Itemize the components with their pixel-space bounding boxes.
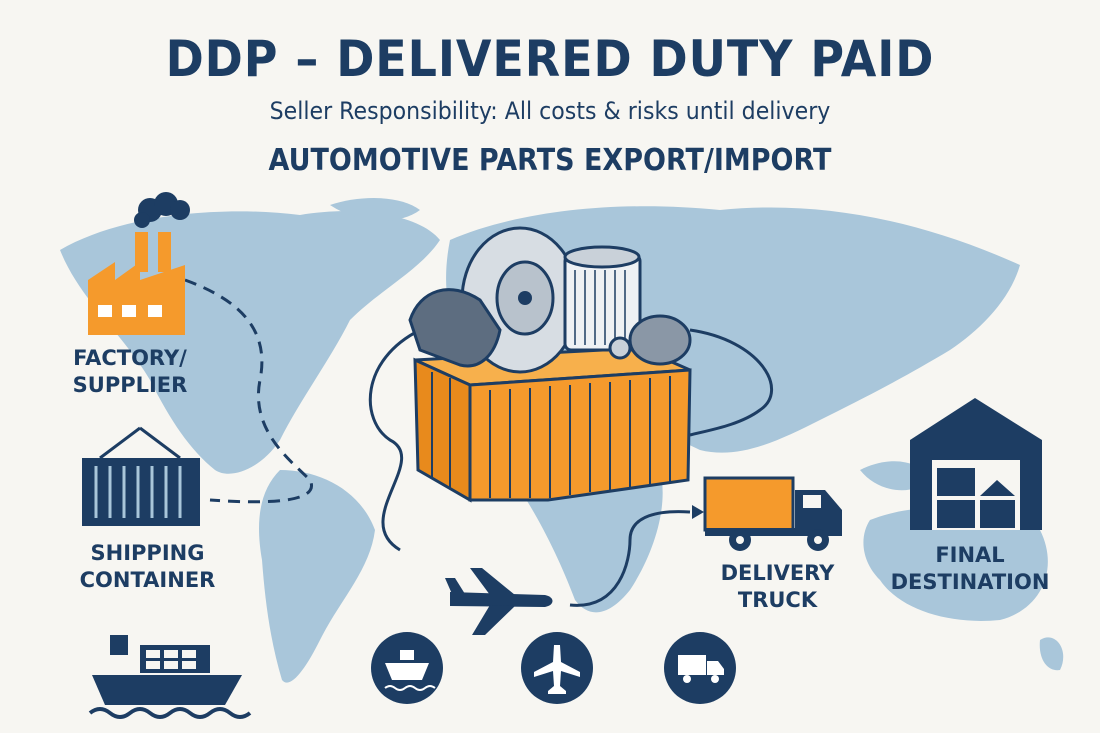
- container-label-line1: SHIPPING: [90, 541, 205, 565]
- factory-label: FACTORY/ SUPPLIER: [60, 345, 200, 399]
- route-line-right: [689, 328, 773, 437]
- shipping-container-icon: [82, 426, 200, 526]
- truck-label-line1: DELIVERY: [720, 561, 835, 585]
- airplane-icon: [445, 568, 553, 635]
- route-line-truck: [569, 510, 691, 607]
- delivery-truck-icon: [703, 476, 842, 551]
- route-dashed: [184, 278, 313, 504]
- destination-label-line2: DESTINATION: [890, 570, 1050, 594]
- destination-label-line1: FINAL: [935, 543, 1005, 567]
- factory-icon: [88, 192, 190, 335]
- cargo-ship-icon: [88, 635, 252, 719]
- truck-label: DELIVERY TRUCK: [705, 560, 850, 614]
- factory-label-line2: SUPPLIER: [72, 373, 188, 397]
- container-label: SHIPPING CONTAINER: [70, 540, 225, 594]
- page-title: DDP – DELIVERED DUTY PAID: [165, 30, 935, 88]
- truck-label-line2: TRUCK: [737, 588, 818, 612]
- truck-circle-icon: [664, 632, 736, 704]
- factory-label-line1: FACTORY/: [73, 346, 187, 370]
- destination-label: FINAL DESTINATION: [880, 542, 1060, 596]
- arrow-head: [692, 505, 704, 519]
- auto-parts-crate-illustration: [408, 226, 692, 503]
- page-subheading: AUTOMOTIVE PARTS EXPORT/IMPORT: [268, 143, 832, 178]
- route-line-left: [368, 328, 421, 552]
- container-label-line2: CONTAINER: [79, 568, 216, 592]
- warehouse-icon: [910, 398, 1042, 530]
- page-subtitle: Seller Responsibility: All costs & risks…: [269, 97, 831, 125]
- ship-circle-icon: [371, 632, 443, 704]
- plane-circle-icon: [521, 632, 593, 704]
